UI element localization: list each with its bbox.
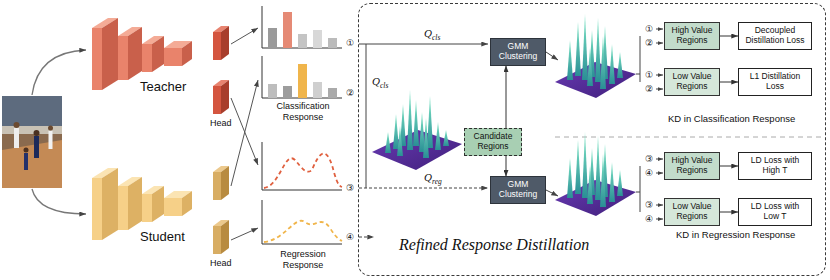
box-text: Decoupled Distillation Loss <box>742 26 808 45</box>
box-text: GMM Clustering <box>493 42 543 61</box>
symbol-subscript: reg <box>432 178 442 186</box>
box-text: High Value Regions <box>667 26 717 45</box>
box-text: Low Value Regions <box>667 72 717 91</box>
symbol: Q <box>424 172 432 183</box>
region-box: High Value Regions <box>664 152 720 179</box>
loss-box: LD Loss with Low T <box>738 198 812 225</box>
box-text: Low Value Regions <box>667 202 717 221</box>
callout-number: ② <box>645 84 653 95</box>
response-surface <box>372 14 636 216</box>
callout-number: ① <box>645 70 653 81</box>
callout-number: ④ <box>645 214 653 225</box>
network-label: Student <box>140 229 185 244</box>
connector <box>506 156 507 177</box>
symbol: Q <box>372 76 380 87</box>
head-label: Head <box>210 258 232 269</box>
connector <box>720 212 738 213</box>
response-charts <box>262 6 342 244</box>
callout-number: ③ <box>346 183 354 194</box>
symbol-subscript: cls <box>380 82 388 90</box>
region-box: High Value Regions <box>664 22 720 49</box>
callout-number: ③ <box>645 200 653 211</box>
section-label: KD in Classification Response <box>668 113 795 125</box>
callout-number: ① <box>645 24 653 35</box>
region-title: Refined Response Distillation <box>399 236 589 254</box>
region-box: Low Value Regions <box>664 68 720 95</box>
callout-number: ① <box>346 38 354 49</box>
box-text: LD Loss with Low T <box>742 202 808 221</box>
network-label: Teacher <box>140 79 186 94</box>
callout-number: ④ <box>645 168 653 179</box>
connector <box>720 166 738 167</box>
symbol: Q <box>424 28 432 39</box>
callout-number: ② <box>346 88 354 99</box>
loss-box: L1 Distillation Loss <box>738 68 812 95</box>
clustering-box: GMM Clustering <box>490 38 546 65</box>
loss-box: Decoupled Distillation Loss <box>738 22 812 49</box>
callout-number: ③ <box>645 154 653 165</box>
box-text: L1 Distillation Loss <box>742 72 808 91</box>
connector <box>720 36 738 37</box>
chart-label: Classification Response <box>262 101 344 123</box>
head-label: Head <box>210 118 232 129</box>
connector <box>506 66 507 129</box>
box-text: Candidate Regions <box>467 132 519 151</box>
clustering-box: GMM Clustering <box>490 176 546 203</box>
chart-label: Regression Response <box>262 249 344 271</box>
symbol-subscript: cls <box>432 34 440 42</box>
head-blocks <box>213 26 229 254</box>
candidate-box: Candidate Regions <box>464 128 522 155</box>
callout-number: ② <box>645 38 653 49</box>
box-text: GMM Clustering <box>493 180 543 199</box>
section-label: KD in Regression Response <box>676 229 795 241</box>
input-image <box>2 96 62 188</box>
box-text: High Value Regions <box>667 156 717 175</box>
loss-box: LD Loss with High T <box>738 152 812 179</box>
connector <box>720 82 738 83</box>
region-box: Low Value Regions <box>664 198 720 225</box>
callout-number: ④ <box>346 232 354 243</box>
box-text: LD Loss with High T <box>742 156 808 175</box>
